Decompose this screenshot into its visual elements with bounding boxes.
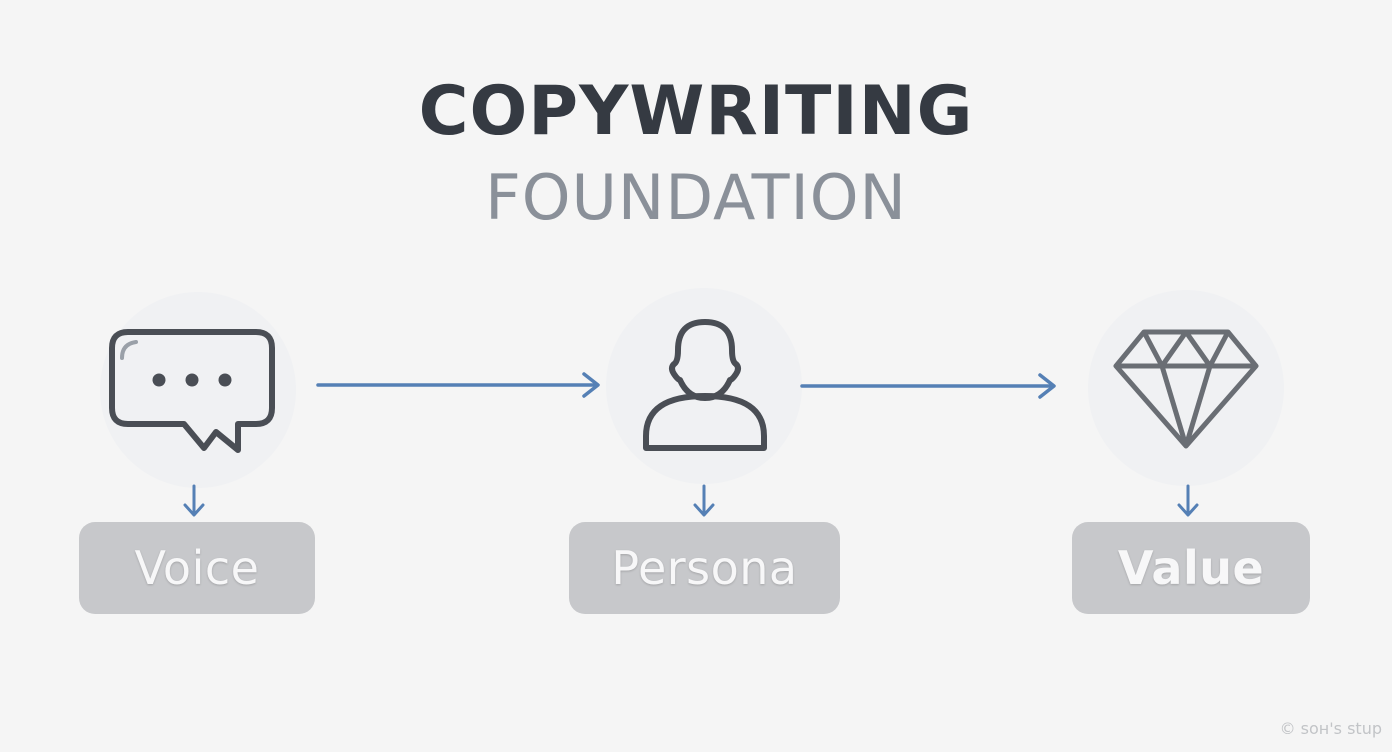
diamond-icon [1113, 329, 1259, 449]
persona-label-box: Persona [569, 522, 840, 614]
page-subtitle: FOUNDATION [485, 161, 907, 234]
persona-label: Persona [611, 541, 798, 595]
credit-watermark: © soн's stup [1279, 719, 1382, 738]
voice-to-persona-arrow [316, 372, 600, 398]
speech-bubble-icon [109, 329, 275, 453]
voice-down-arrow [183, 484, 205, 517]
page-title: COPYWRITING [418, 72, 974, 151]
value-down-arrow [1177, 484, 1199, 517]
value-icon-halo [1088, 290, 1284, 486]
value-label: Value [1117, 541, 1265, 595]
value-label-box: Value [1072, 522, 1310, 614]
voice-label: Voice [134, 541, 260, 595]
persona-down-arrow [693, 484, 715, 517]
person-icon [643, 319, 767, 451]
persona-to-value-arrow [800, 373, 1056, 399]
voice-label-box: Voice [79, 522, 315, 614]
voice-icon-halo [100, 292, 296, 488]
